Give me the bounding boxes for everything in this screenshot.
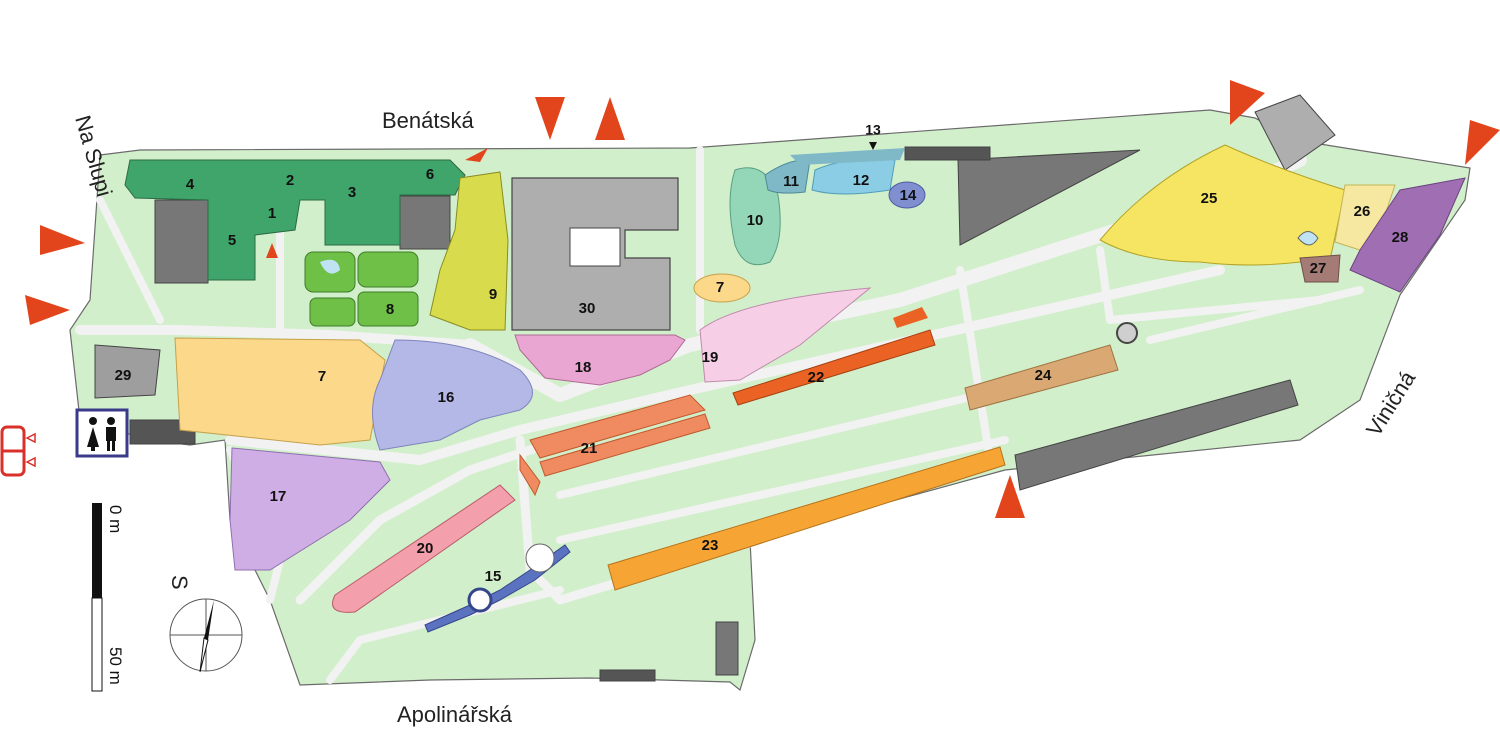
toilet-icon <box>75 408 129 458</box>
label-16: 16 <box>438 389 455 406</box>
area-14[interactable] <box>888 181 926 209</box>
tram-icon <box>0 425 36 477</box>
area-23[interactable] <box>607 446 1006 591</box>
compass-icon: S <box>167 575 243 673</box>
area-17[interactable] <box>229 447 391 571</box>
area-30-courtyard <box>569 227 621 267</box>
label-3: 3 <box>348 184 356 201</box>
label-10: 10 <box>747 212 764 229</box>
label-28: 28 <box>1392 229 1409 246</box>
entrance-arrow-icon <box>995 475 1025 518</box>
entrance-arrow-icon <box>1230 80 1265 125</box>
label-14: 14 <box>900 187 917 204</box>
label-11: 11 <box>783 173 799 190</box>
area-8-pond <box>320 259 340 274</box>
area-25-pond <box>1297 231 1319 246</box>
street-apolinarska: Apolinářská <box>397 702 513 727</box>
scale-bar: 0 m 50 m <box>91 503 125 692</box>
label-2: 2 <box>286 172 294 189</box>
area-16[interactable] <box>372 339 533 451</box>
label-8: 8 <box>386 301 394 318</box>
fountain <box>525 543 555 573</box>
entrance-arrow-icon <box>465 148 488 162</box>
label-19: 19 <box>702 349 719 366</box>
label-7-west: 7 <box>318 368 326 385</box>
label-30: 30 <box>579 300 596 317</box>
entrance-arrow-icon <box>266 243 278 258</box>
building-northeast <box>1254 94 1336 171</box>
label-24: 24 <box>1035 367 1052 384</box>
label-1: 1 <box>268 205 276 222</box>
area-20[interactable] <box>332 484 516 613</box>
entrances <box>25 80 1500 518</box>
area-labels: 1 2 3 4 5 6 7 7 8 9 10 11 12 13 14 15 16… <box>115 122 1409 585</box>
label-22: 22 <box>808 369 825 386</box>
entrance-arrow-icon <box>595 97 625 140</box>
street-benatska: Benátská <box>382 108 474 133</box>
area-15[interactable] <box>424 544 571 633</box>
compass-label: S <box>167 575 192 590</box>
label-15: 15 <box>485 568 502 585</box>
area-27[interactable] <box>1299 254 1341 283</box>
label-9: 9 <box>489 286 497 303</box>
area-29[interactable] <box>94 344 161 399</box>
label-23: 23 <box>702 537 719 554</box>
label-18: 18 <box>575 359 592 376</box>
building-6 <box>399 195 451 250</box>
area-7-west[interactable] <box>174 337 386 446</box>
label-21: 21 <box>581 440 598 457</box>
area-18[interactable] <box>514 334 686 386</box>
scale-end-label: 50 m <box>106 647 125 685</box>
scale-start-label: 0 m <box>106 505 125 533</box>
area-21[interactable] <box>519 394 711 497</box>
area-13[interactable] <box>790 148 905 165</box>
building-west <box>154 199 209 284</box>
street-vinicna: Viničná <box>1361 366 1421 441</box>
area-22-small <box>893 307 928 328</box>
area-7-north[interactable] <box>693 273 751 303</box>
entrance-arrow-icon <box>40 225 85 255</box>
label-27: 27 <box>1310 260 1327 277</box>
buildings <box>129 94 1336 682</box>
label-26: 26 <box>1354 203 1371 220</box>
label-5: 5 <box>228 232 236 249</box>
building-southeast <box>1014 379 1299 491</box>
label-4: 4 <box>186 176 195 193</box>
area-22[interactable] <box>732 329 936 406</box>
area-28[interactable] <box>1349 177 1466 293</box>
label-25: 25 <box>1201 190 1218 207</box>
area-1-6[interactable] <box>124 159 466 281</box>
area-24[interactable] <box>964 344 1119 411</box>
label-20: 20 <box>417 540 434 557</box>
building-strip <box>904 146 991 161</box>
label-6: 6 <box>426 166 434 183</box>
building-south <box>715 621 739 676</box>
entrance-arrow-icon <box>1465 120 1500 165</box>
building-south-strip <box>599 669 656 682</box>
label-7-north: 7 <box>716 279 724 296</box>
entrance-arrow-icon <box>25 295 70 325</box>
area-9[interactable] <box>429 171 509 331</box>
label-13: 13 <box>865 122 881 138</box>
label-17: 17 <box>270 488 287 505</box>
building-north <box>957 149 1141 246</box>
label-29: 29 <box>115 367 132 384</box>
area-19[interactable] <box>699 287 872 383</box>
label-12: 12 <box>853 172 870 189</box>
area-11[interactable] <box>764 159 811 194</box>
pavilion <box>1116 322 1138 344</box>
label-13-pointer <box>869 142 877 150</box>
entrance-arrow-icon <box>535 97 565 140</box>
